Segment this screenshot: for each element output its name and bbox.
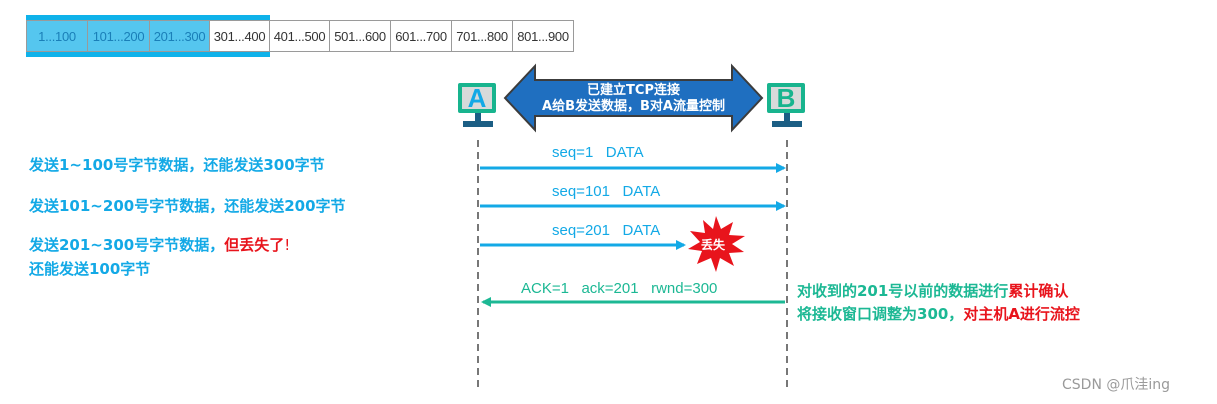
note-lost-exclaim: ! <box>284 236 291 254</box>
note-flow-control-emphasis: 对主机A进行流控 <box>963 305 1080 323</box>
connection-label-line1: 已建立TCP连接 <box>587 83 680 98</box>
message-label-seq101: seq=101 DATA <box>552 183 661 200</box>
note-flow-control-text: 将接收窗口调整为300， <box>797 305 964 323</box>
note-remaining-100: 还能发送100字节 <box>29 260 151 278</box>
send-window-bottom-bar <box>26 52 270 57</box>
watermark: CSDN @爪洼ing <box>1062 377 1171 393</box>
byte-cell: 301...400 <box>210 20 270 52</box>
byte-cell: 101...200 <box>88 20 150 52</box>
ack-label: ACK=1 ack=201 rwnd=300 <box>521 280 718 297</box>
host-a: A <box>458 83 498 127</box>
host-b-base <box>772 121 802 127</box>
message-label-seq1: seq=1 DATA <box>552 144 644 161</box>
host-a-label: A <box>467 82 487 113</box>
host-b: B <box>767 83 807 127</box>
note-cumulative-ack: 对收到的201号以前的数据进行累计确认 <box>797 280 1068 301</box>
byte-cell: 601...700 <box>391 20 452 52</box>
note-send-101-200: 发送101~200号字节数据，还能发送200字节 <box>29 197 346 215</box>
note-lost-text: 但丢失了 <box>224 236 285 254</box>
lost-burst-icon <box>688 216 745 272</box>
byte-cell: 501...600 <box>330 20 391 52</box>
byte-cell: 401...500 <box>270 20 330 52</box>
host-b-label: B <box>776 82 796 113</box>
message-label-seq201: seq=201 DATA <box>552 222 661 239</box>
connection-double-arrow <box>503 63 764 133</box>
note-send-1-100: 发送1~100号字节数据，还能发送300字节 <box>29 156 325 174</box>
connection-label: 已建立TCP连接 A给B发送数据，B对A流量控制 <box>535 83 732 115</box>
note-flow-control: 将接收窗口调整为300，对主机A进行流控 <box>797 303 1080 324</box>
byte-cells: 1...100 101...200 201...300 301...400 40… <box>26 20 574 52</box>
byte-cell: 701...800 <box>452 20 513 52</box>
host-b-stand <box>784 113 790 121</box>
note-cumulative-ack-text: 对收到的201号以前的数据进行 <box>797 282 1009 300</box>
connection-label-line2: A给B发送数据，B对A流量控制 <box>542 99 725 114</box>
byte-cell: 1...100 <box>26 20 88 52</box>
host-b-screen: B <box>767 83 805 113</box>
byte-cell: 201...300 <box>150 20 210 52</box>
lost-label: 丢失 <box>701 238 726 252</box>
send-window-top-bar <box>26 15 270 20</box>
note-send-201-300: 发送201~300号字节数据，但丢失了! <box>29 234 290 255</box>
byte-cell: 801...900 <box>513 20 574 52</box>
host-a-stand <box>475 113 481 121</box>
host-a-screen: A <box>458 83 496 113</box>
host-a-base <box>463 121 493 127</box>
note-cumulative-ack-emphasis: 累计确认 <box>1008 282 1069 300</box>
note-send-201-300-text: 发送201~300号字节数据， <box>29 236 225 254</box>
